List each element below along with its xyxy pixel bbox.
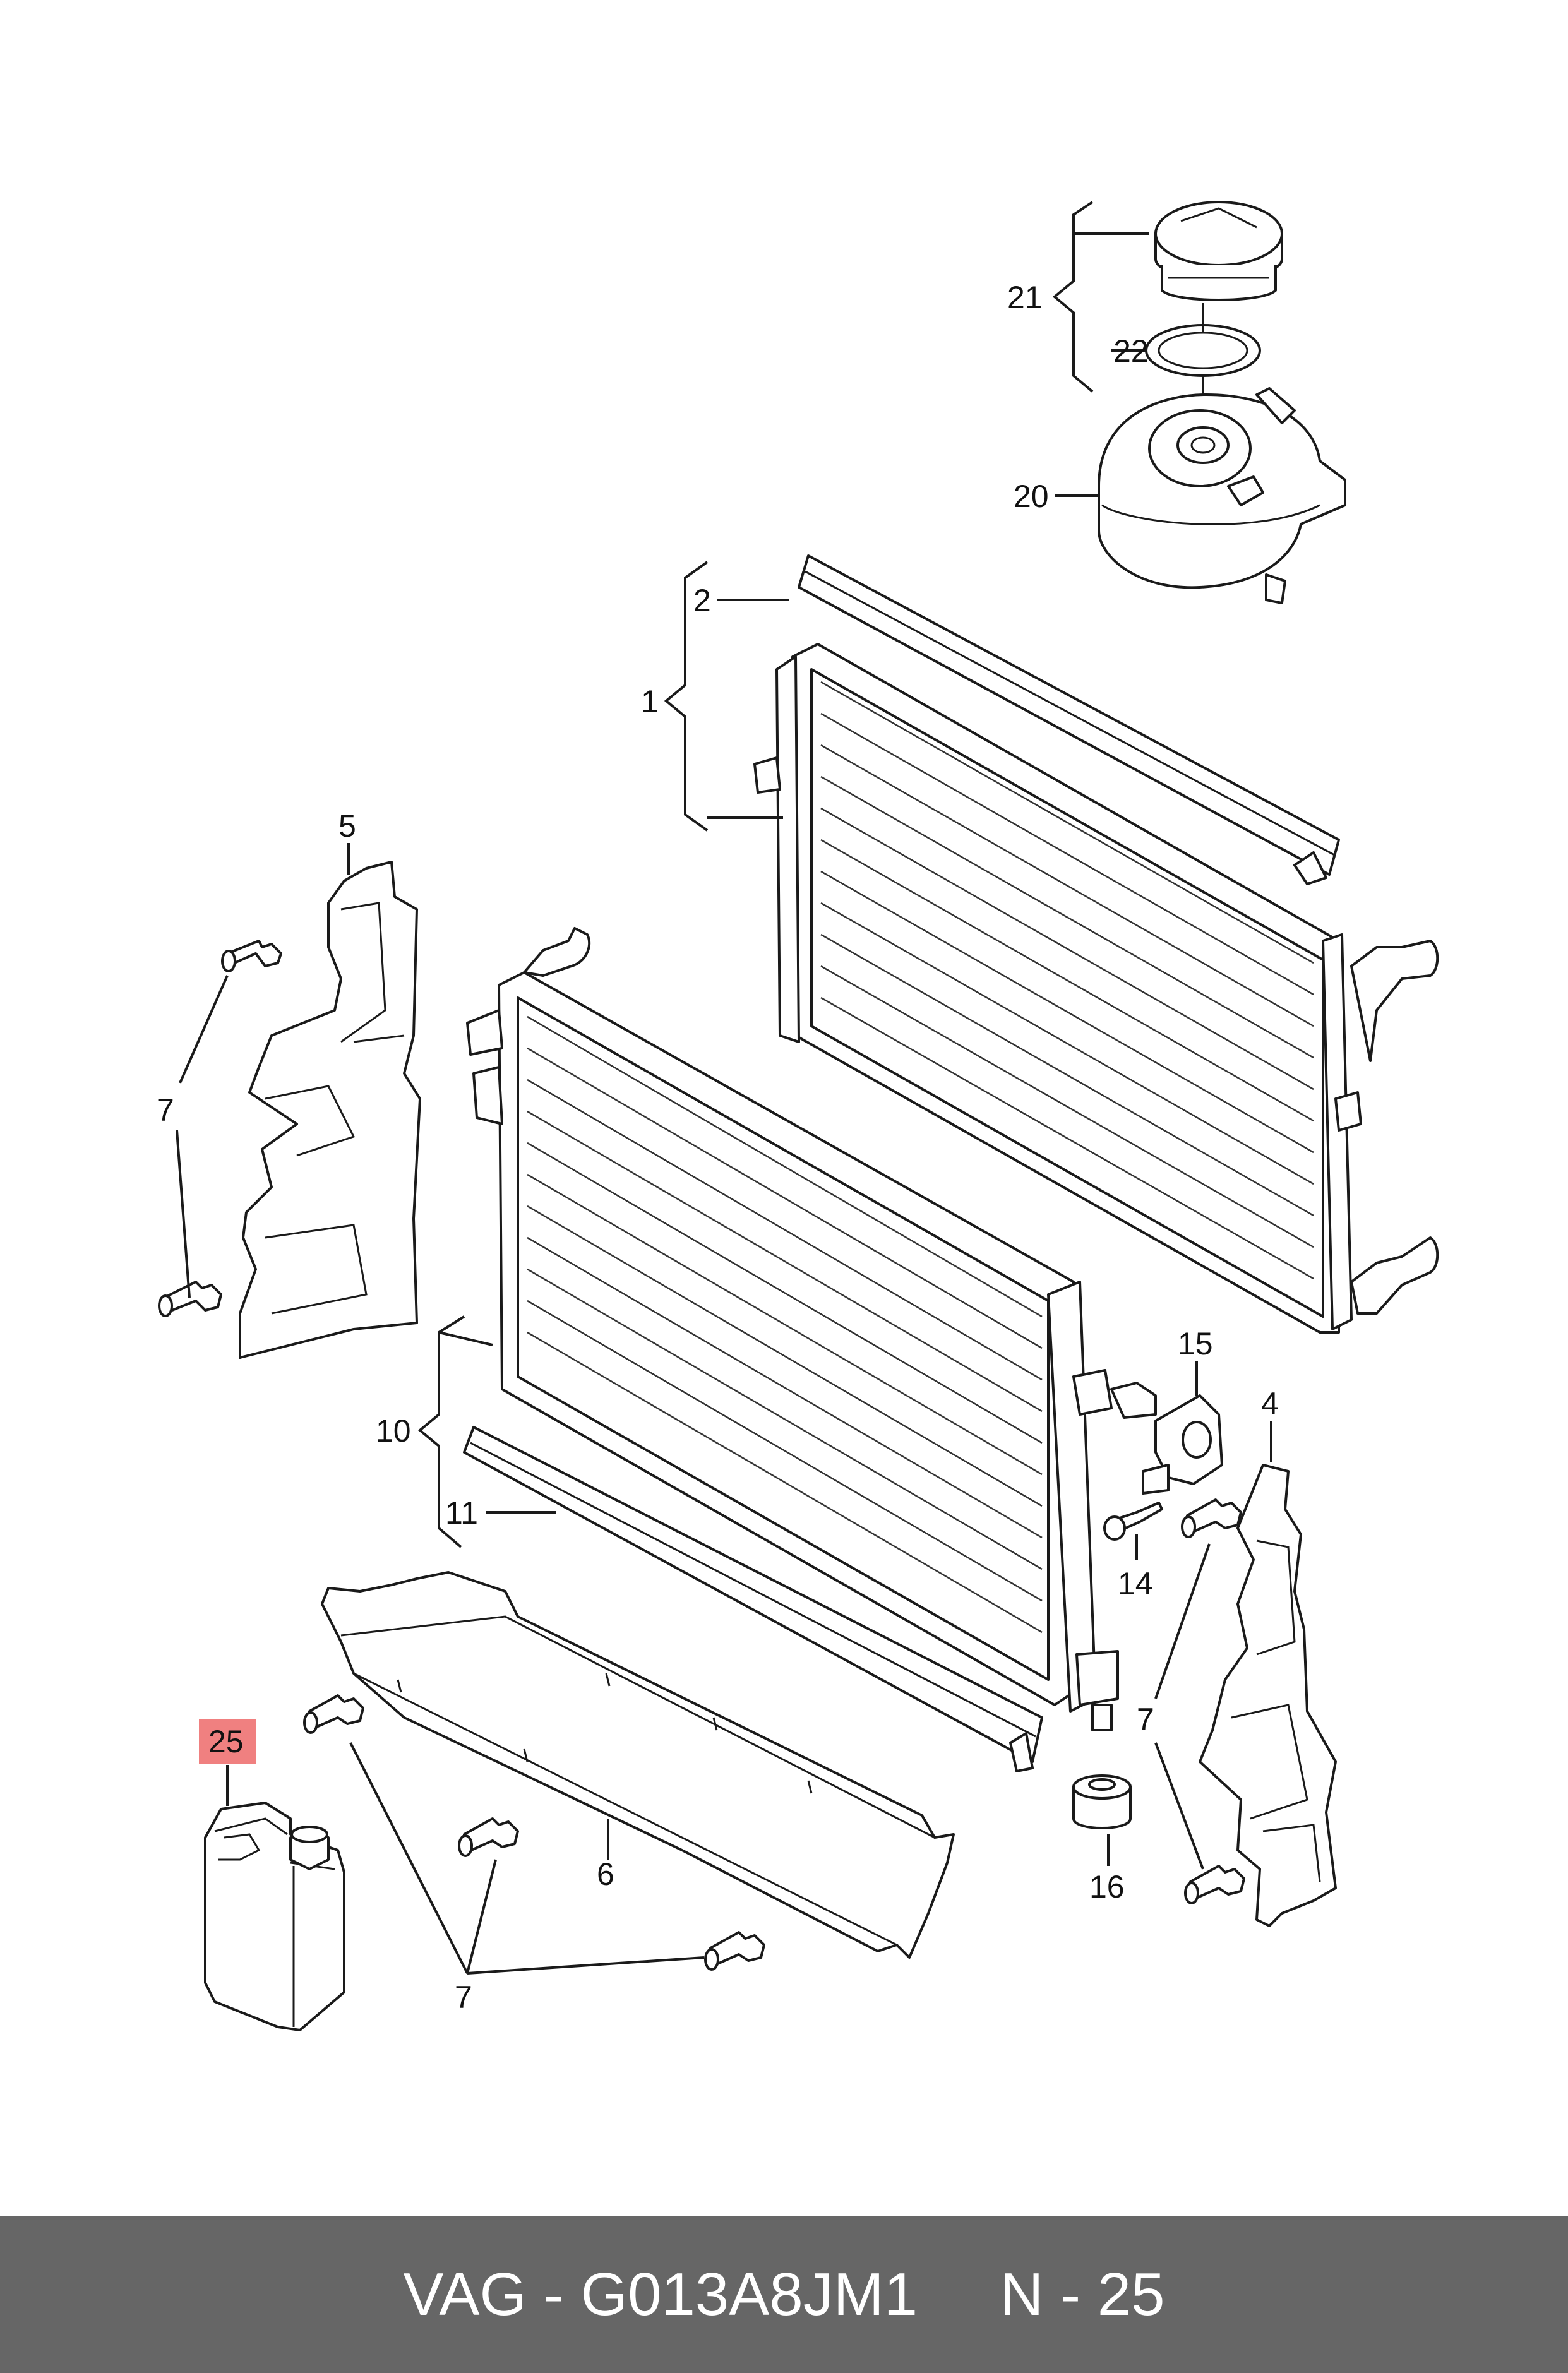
- main-radiator-fins: [820, 681, 1314, 1280]
- clip: [221, 940, 282, 972]
- label-2: 2: [693, 583, 711, 618]
- label-1: 1: [641, 684, 659, 719]
- clip: [1181, 1498, 1242, 1538]
- radiator-bracket: [1110, 1382, 1223, 1495]
- footer-part-number: VAG - G013A8JM1: [403, 2261, 918, 2328]
- expansion-tank-cap: [1154, 201, 1283, 301]
- label-21: 21: [1007, 280, 1043, 315]
- label-16: 16: [1089, 1869, 1125, 1904]
- label-5: 5: [338, 808, 356, 844]
- label-25: 25: [208, 1724, 244, 1759]
- label-7-bottom: 7: [455, 1980, 472, 2015]
- auxiliary-radiator: [466, 927, 1119, 1731]
- label-10: 10: [376, 1413, 411, 1449]
- footer-position: N - 25: [1000, 2261, 1165, 2328]
- clip: [704, 1931, 765, 1971]
- footer-bar: VAG - G013A8JM1 N - 25: [0, 2216, 1568, 2373]
- highlight-box-25: [199, 1719, 256, 1764]
- parts-diagram: 21 22 20 2 1 5 7 15 4 10 11 14 7 25 6 16…: [157, 201, 1439, 2031]
- leader-lines: [176, 201, 1272, 1975]
- label-14: 14: [1118, 1566, 1153, 1601]
- main-radiator: [753, 643, 1439, 1334]
- radiator-lower-seal: [463, 1426, 1043, 1772]
- label-7-right: 7: [1137, 1702, 1154, 1737]
- clip: [303, 1694, 364, 1734]
- rubber-mount: [1072, 1774, 1132, 1829]
- radiator-upper-seal: [798, 554, 1340, 885]
- left-air-guide: [239, 861, 421, 1359]
- label-6: 6: [597, 1856, 614, 1892]
- label-11: 11: [445, 1495, 478, 1531]
- coolant-canister: [204, 1802, 345, 2031]
- lower-air-guide: [321, 1571, 955, 1959]
- label-15: 15: [1178, 1326, 1213, 1361]
- cap-seal-ring: [1145, 324, 1261, 377]
- label-20: 20: [1014, 479, 1049, 514]
- right-air-guide: [1199, 1464, 1337, 1927]
- screw: [1103, 1502, 1163, 1541]
- clip: [1184, 1865, 1245, 1904]
- label-7-left: 7: [157, 1092, 174, 1128]
- clip: [158, 1281, 222, 1317]
- expansion-tank: [1098, 387, 1346, 604]
- auxiliary-radiator-fins: [527, 1015, 1043, 1634]
- label-22: 22: [1113, 333, 1149, 369]
- clip: [458, 1817, 519, 1857]
- label-4: 4: [1261, 1386, 1279, 1421]
